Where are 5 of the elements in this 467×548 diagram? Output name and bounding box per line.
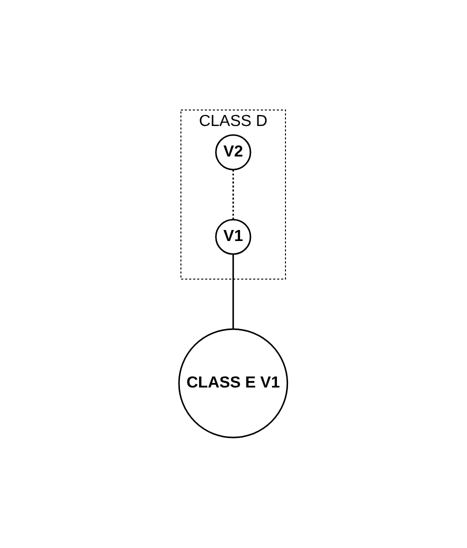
node-circle: CLASS E V1 — [178, 328, 288, 438]
node-circle: V2 — [215, 134, 252, 171]
connector — [232, 170, 234, 220]
node-circle: V1 — [215, 219, 252, 256]
connector — [232, 254, 234, 330]
